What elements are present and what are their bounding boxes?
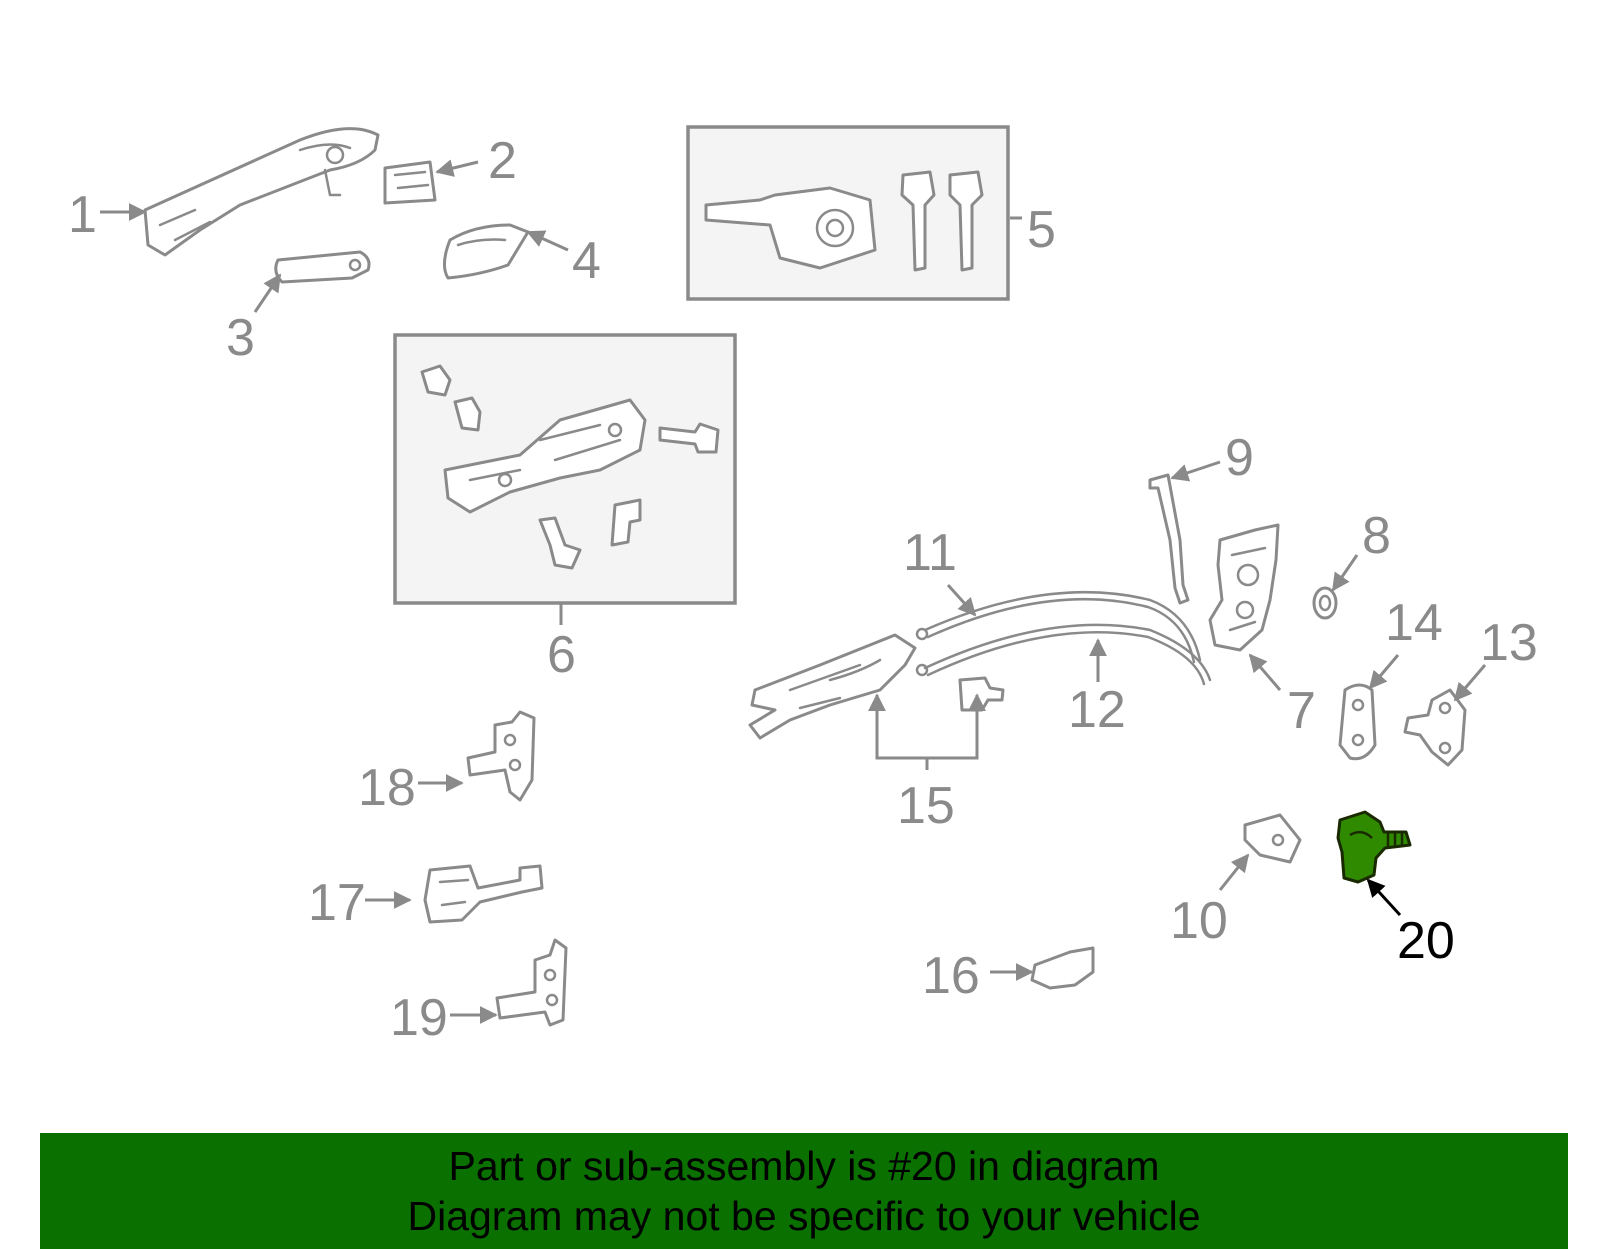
part-13-striker (1403, 688, 1467, 767)
part-18-upper-hinge (466, 710, 536, 802)
callout-5: 5 (1027, 201, 1056, 259)
part-6-lock-assembly (420, 364, 720, 570)
callout-9: 9 (1225, 429, 1254, 487)
callout-12: 12 (1068, 681, 1126, 739)
part-11-cable (915, 590, 1202, 664)
part-10-bracket (1243, 813, 1302, 864)
callout-3: 3 (226, 309, 255, 367)
callout-7: 7 (1287, 682, 1316, 740)
callout-16: 16 (922, 947, 980, 1005)
banner-line-1: Part or sub-assembly is #20 in diagram (448, 1143, 1160, 1189)
part-19-lower-hinge (495, 938, 568, 1027)
part-17-door-check (423, 864, 544, 924)
callout-8: 8 (1362, 507, 1391, 565)
part-4-handle-gasket (443, 223, 530, 280)
leader-lines (100, 159, 1487, 1024)
callout-10: 10 (1170, 892, 1228, 950)
callout-14: 14 (1385, 594, 1443, 652)
part-12-cable (915, 623, 1212, 686)
part-20-highlighted-bolt (1336, 810, 1412, 884)
callout-13: 13 (1480, 614, 1538, 672)
part-2-handle-cap (383, 160, 437, 205)
part-7-door-latch (1208, 523, 1280, 652)
callout-4: 4 (572, 232, 601, 290)
banner-line-2: Diagram may not be specific to your vehi… (407, 1193, 1201, 1239)
part-1-outer-handle (143, 127, 380, 257)
part-3-handle-pad (274, 250, 371, 284)
callout-1: 1 (68, 186, 97, 244)
part-16-seal (1030, 946, 1095, 990)
part-14-shim (1338, 683, 1377, 761)
info-banner: Part or sub-assembly is #20 in diagram D… (40, 1133, 1568, 1249)
callout-11: 11 (903, 524, 957, 582)
callout-19: 19 (390, 989, 448, 1047)
callout-6: 6 (547, 626, 576, 684)
callout-20-highlighted: 20 (1397, 912, 1455, 970)
callout-18: 18 (358, 759, 416, 817)
part-9-lock-rod (1148, 473, 1190, 605)
part-5-lock-cylinder-set (704, 170, 984, 272)
callout-15: 15 (897, 777, 955, 835)
callout-17: 17 (308, 874, 366, 932)
part-8-grommet (1312, 586, 1338, 620)
callout-2: 2 (488, 132, 517, 190)
